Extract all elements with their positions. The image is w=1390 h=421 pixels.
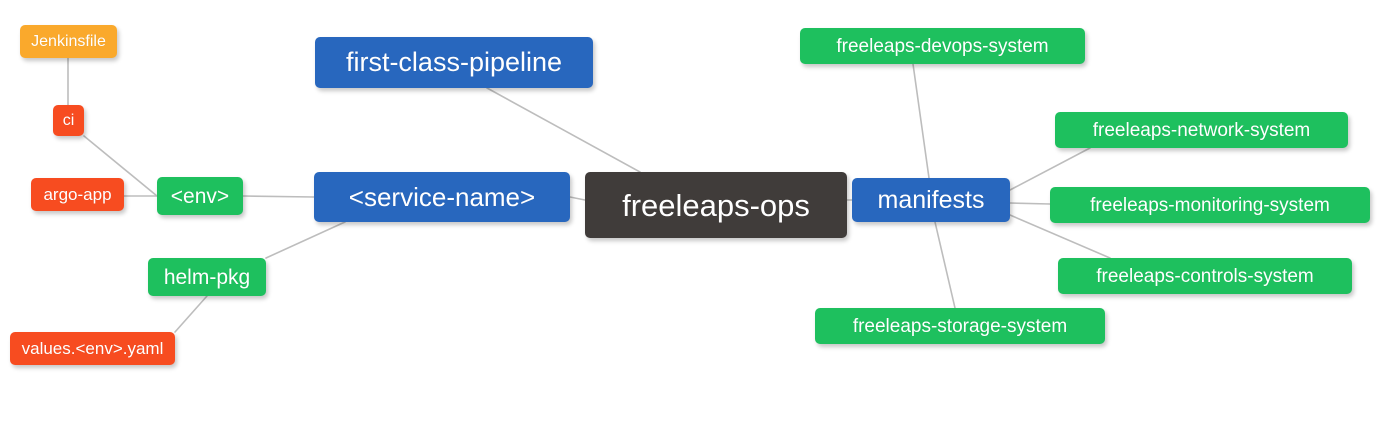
edge-manifests-to-freeleaps-monitoring-system xyxy=(1009,202,1051,205)
node-label-env: <env> xyxy=(170,184,230,208)
node-freeleaps-network-system[interactable]: freeleaps-network-system xyxy=(1055,112,1348,148)
node-first-class-pipeline[interactable]: first-class-pipeline xyxy=(315,37,593,88)
node-freeleaps-monitoring-system[interactable]: freeleaps-monitoring-system xyxy=(1050,187,1370,223)
node-label-freeleaps-ops: freeleaps-ops xyxy=(622,187,810,223)
edge-helm-pkg-to-service-name xyxy=(265,221,346,259)
edge-env-to-service-name xyxy=(242,195,315,198)
node-env[interactable]: <env> xyxy=(157,177,243,215)
node-label-ci: ci xyxy=(62,111,75,129)
node-label-freeleaps-storage-system: freeleaps-storage-system xyxy=(852,315,1068,337)
node-jenkinsfile[interactable]: Jenkinsfile xyxy=(20,25,117,58)
node-label-manifests: manifests xyxy=(877,185,985,214)
edge-service-name-to-freeleaps-ops xyxy=(569,196,586,201)
node-ci[interactable]: ci xyxy=(53,105,84,136)
node-label-argo-app: argo-app xyxy=(43,185,112,204)
node-label-freeleaps-devops-system: freeleaps-devops-system xyxy=(836,35,1049,57)
node-freeleaps-ops[interactable]: freeleaps-ops xyxy=(585,172,847,238)
node-label-freeleaps-network-system: freeleaps-network-system xyxy=(1092,119,1311,141)
node-label-values-env-yaml: values.<env>.yaml xyxy=(21,339,164,358)
node-helm-pkg[interactable]: helm-pkg xyxy=(148,258,266,296)
node-label-helm-pkg: helm-pkg xyxy=(163,265,251,289)
node-manifests[interactable]: manifests xyxy=(852,178,1010,222)
node-values-env-yaml[interactable]: values.<env>.yaml xyxy=(10,332,175,365)
node-label-first-class-pipeline: first-class-pipeline xyxy=(345,47,563,77)
edge-manifests-to-freeleaps-network-system xyxy=(1009,147,1091,191)
edge-values-env-yaml-to-helm-pkg xyxy=(174,295,208,333)
node-freeleaps-controls-system[interactable]: freeleaps-controls-system xyxy=(1058,258,1352,294)
node-argo-app[interactable]: argo-app xyxy=(31,178,124,211)
node-label-service-name: <service-name> xyxy=(348,182,536,212)
node-label-jenkinsfile: Jenkinsfile xyxy=(31,32,106,50)
node-service-name[interactable]: <service-name> xyxy=(314,172,570,222)
node-freeleaps-devops-system[interactable]: freeleaps-devops-system xyxy=(800,28,1085,64)
edge-manifests-to-freeleaps-storage-system xyxy=(934,221,956,309)
node-freeleaps-storage-system[interactable]: freeleaps-storage-system xyxy=(815,308,1105,344)
node-label-freeleaps-controls-system: freeleaps-controls-system xyxy=(1096,265,1314,287)
node-label-freeleaps-monitoring-system: freeleaps-monitoring-system xyxy=(1090,194,1330,216)
edge-manifests-to-freeleaps-devops-system xyxy=(912,63,930,179)
edge-first-class-pipeline-to-freeleaps-ops xyxy=(486,87,641,173)
